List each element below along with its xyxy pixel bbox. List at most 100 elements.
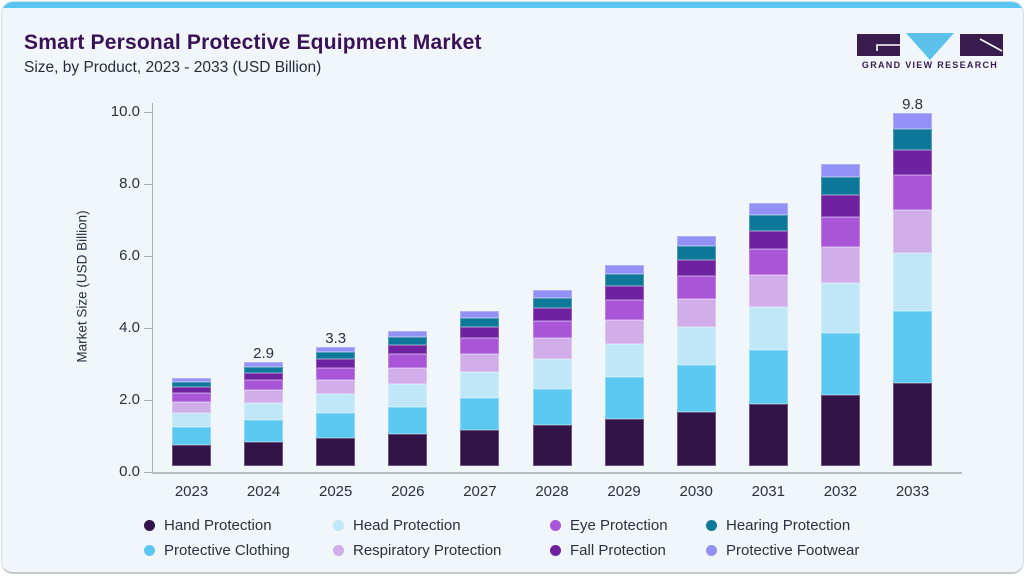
y-tick-mark: [144, 471, 152, 473]
legend-dot-respiratory-protection: [333, 544, 344, 556]
bar-segment-hand-protection: [820, 395, 860, 466]
bar-segment-hand-protection: [532, 424, 572, 466]
bar-segment-hearing-protection: [604, 273, 644, 286]
legend-label: Protective Footwear: [726, 541, 860, 559]
y-tick-label-6.0: 6.0: [119, 247, 140, 264]
bar-segment-fall-protection: [172, 387, 211, 394]
bar-segment-head-protection: [748, 306, 788, 351]
bar-segment-respiratory-protection: [820, 246, 860, 284]
bar-segment-fall-protection: [460, 327, 500, 339]
bar-segment-protective-clothing: [532, 388, 572, 425]
x-tick-label-2031: 2031: [751, 483, 785, 500]
bar-2033: [893, 113, 932, 466]
bar-segment-protective-footwear: [460, 311, 500, 318]
y-tick-mark: [144, 111, 152, 113]
bar-segment-protective-clothing: [748, 350, 788, 405]
legend-item-respiratory-protection: Respiratory Protection: [333, 540, 501, 560]
legend-item-hearing-protection: Hearing Protection: [706, 515, 850, 535]
bar-segment-protective-clothing: [604, 377, 644, 419]
bar-segment-hearing-protection: [820, 177, 860, 196]
bar-segment-eye-protection: [388, 354, 428, 369]
bar-segment-protective-clothing: [820, 333, 860, 396]
bar-segment-protective-footwear: [532, 290, 572, 299]
y-axis-title: Market Size (USD Billion): [74, 210, 90, 363]
bar-segment-hand-protection: [893, 383, 932, 466]
x-tick-label-2026: 2026: [391, 483, 425, 500]
logo-r-glyph: [979, 38, 1003, 52]
legend-label: Head Protection: [353, 516, 461, 534]
bar-segment-eye-protection: [244, 380, 284, 391]
legend-item-hand-protection: Hand Protection: [144, 515, 272, 535]
bar-segment-head-protection: [604, 344, 644, 378]
bar-segment-head-protection: [460, 372, 500, 398]
y-tick-mark: [144, 255, 152, 257]
bar-segment-protective-footwear: [604, 264, 644, 274]
bar-segment-respiratory-protection: [316, 379, 356, 395]
bar-segment-hearing-protection: [676, 246, 716, 260]
bar-segment-head-protection: [172, 412, 211, 428]
bar-segment-hand-protection: [748, 404, 788, 466]
bar-segment-fall-protection: [244, 372, 284, 381]
x-tick-label-2025: 2025: [319, 483, 353, 500]
bar-segment-protective-footwear: [893, 113, 932, 129]
bar-segment-protective-footwear: [748, 202, 788, 215]
bar-2026: [388, 330, 428, 466]
bar-segment-eye-protection: [460, 338, 500, 354]
bar-segment-hearing-protection: [748, 214, 788, 231]
y-tick-mark: [144, 183, 152, 185]
logo-g-glyph: [876, 44, 900, 51]
legend-item-head-protection: Head Protection: [333, 515, 461, 535]
legend-label: Hearing Protection: [726, 516, 851, 534]
x-tick-label-2023: 2023: [174, 483, 209, 500]
bar-segment-hand-protection: [316, 437, 356, 466]
bar-segment-eye-protection: [748, 248, 788, 276]
legend-dot-hearing-protection: [706, 519, 717, 531]
bar-segment-respiratory-protection: [388, 368, 428, 385]
bar-value-label-2025: 3.3: [325, 329, 347, 347]
bar-segment-respiratory-protection: [748, 275, 788, 307]
legend-dot-fall-protection: [550, 544, 561, 556]
bar-segment-head-protection: [532, 359, 572, 389]
y-tick-mark: [144, 399, 152, 401]
bar-segment-eye-protection: [316, 367, 356, 380]
x-tick-label-2028: 2028: [535, 483, 569, 500]
bar-segment-head-protection: [244, 403, 284, 421]
x-tick-label-2029: 2029: [607, 483, 641, 500]
bar-segment-hearing-protection: [244, 366, 284, 373]
bar-segment-protective-clothing: [388, 406, 428, 435]
bar-2031: [748, 202, 788, 466]
y-tick-label-0.0: 0.0: [119, 463, 140, 480]
bar-segment-protective-clothing: [316, 413, 356, 438]
bar-segment-eye-protection: [604, 299, 644, 320]
legend-label: Respiratory Protection: [353, 541, 502, 559]
bar-segment-respiratory-protection: [460, 353, 500, 373]
bar-segment-protective-footwear: [820, 163, 860, 178]
bar-segment-protective-footwear: [316, 346, 356, 353]
bar-segment-protective-clothing: [244, 420, 284, 442]
bar-segment-hearing-protection: [532, 298, 572, 309]
x-tick-label-2033: 2033: [895, 483, 930, 500]
legend-item-fall-protection: Fall Protection: [550, 540, 666, 560]
bar-segment-protective-clothing: [460, 397, 500, 430]
bar-segment-fall-protection: [316, 359, 356, 368]
bar-segment-hand-protection: [460, 429, 500, 466]
x-tick-label-2030: 2030: [679, 483, 713, 500]
brand-name: GRAND VIEW RESEARCH: [861, 60, 999, 70]
bar-2024: [244, 362, 284, 466]
bar-2030: [676, 235, 716, 466]
bar-segment-hand-protection: [388, 434, 428, 466]
y-tick-label-2.0: 2.0: [119, 391, 140, 408]
bar-2032: [820, 163, 860, 466]
bar-segment-fall-protection: [388, 345, 428, 355]
legend-dot-protective-footwear: [706, 544, 717, 556]
bar-segment-eye-protection: [893, 174, 932, 211]
bar-segment-protective-footwear: [244, 362, 284, 367]
bar-segment-hand-protection: [172, 445, 211, 466]
x-axis-line: [152, 472, 962, 474]
legend-dot-eye-protection: [550, 519, 561, 531]
legend-item-eye-protection: Eye Protection: [550, 515, 668, 535]
bar-segment-hearing-protection: [172, 381, 211, 388]
bar-segment-respiratory-protection: [604, 319, 644, 345]
